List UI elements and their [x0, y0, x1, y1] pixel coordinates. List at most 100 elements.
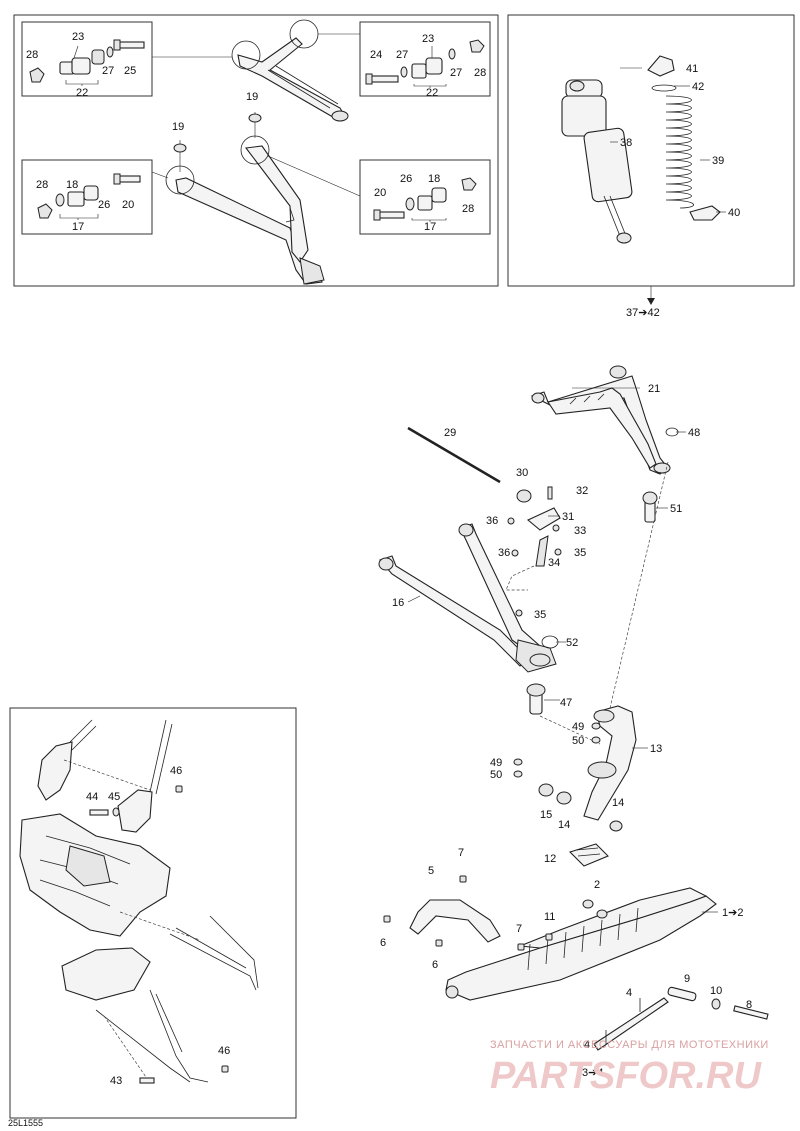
- callout-36: 36: [498, 547, 510, 559]
- a-arms-chassis: [63, 719, 259, 1083]
- callout-26: 26: [400, 173, 412, 185]
- callout-27: 27: [396, 49, 408, 61]
- callout-44: 44: [86, 791, 98, 803]
- callout-18: 18: [66, 179, 78, 191]
- callout-10: 10: [710, 985, 722, 997]
- callout-41: 41: [686, 63, 698, 75]
- callout-labels: 28 23 27 25 22 24 27 23 27 28 22 19 19 2…: [26, 31, 752, 1087]
- hardware-box-17-left: [37, 173, 141, 219]
- bolt-44: [89, 809, 109, 816]
- spindle-13: [583, 705, 637, 821]
- callout-26: 26: [98, 199, 110, 211]
- hardware-box-17-right: [373, 177, 477, 221]
- frame-chassis-view: [9, 707, 297, 1119]
- callout-14: 14: [612, 797, 624, 809]
- callout-40: 40: [728, 207, 740, 219]
- callout-46: 46: [218, 1045, 230, 1057]
- ski-1: [445, 887, 717, 1001]
- callout-48: 48: [688, 427, 700, 439]
- callout-28: 28: [462, 203, 474, 215]
- hardware-box-22-right: [365, 39, 485, 85]
- callout-27: 27: [450, 67, 462, 79]
- callout-49: 49: [490, 757, 502, 769]
- callout-15: 15: [540, 809, 552, 821]
- callout-50: 50: [490, 769, 502, 781]
- callout-5: 5: [428, 865, 434, 877]
- callout-23: 23: [422, 33, 434, 45]
- callout-39: 39: [712, 155, 724, 167]
- bushing-9: [667, 986, 697, 1002]
- callout-21: 21: [648, 383, 660, 395]
- shock-spring: [647, 55, 721, 221]
- callout-19: 19: [246, 91, 258, 103]
- callout-33: 33: [574, 525, 586, 537]
- callout-51: 51: [670, 503, 682, 515]
- callout-49: 49: [572, 721, 584, 733]
- upper-a-arm-21: [530, 365, 671, 475]
- callout-30: 30: [516, 467, 528, 479]
- leader-lines: [73, 45, 726, 913]
- callout-1: 1➔2: [722, 907, 743, 919]
- chassis-front: [19, 813, 171, 937]
- watermark-brand: PARTSFOR.RU: [490, 1055, 762, 1097]
- callout-28: 28: [474, 67, 486, 79]
- callout-23: 23: [72, 31, 84, 43]
- callout-17: 17: [424, 221, 436, 233]
- callout-20: 20: [122, 199, 134, 211]
- callout-14: 14: [558, 819, 570, 831]
- callout-8: 8: [746, 999, 752, 1011]
- callout-25: 25: [124, 65, 136, 77]
- callout-20: 20: [374, 187, 386, 199]
- frame-shock-details: [507, 14, 795, 305]
- callout-18: 18: [428, 173, 440, 185]
- kit-label-shock: 37➔42: [626, 307, 660, 319]
- callout-28: 28: [26, 49, 38, 61]
- callout-47: 47: [560, 697, 572, 709]
- detail-circle-upper-right: [289, 19, 319, 49]
- clip-52: [541, 635, 559, 649]
- rod-29: [407, 426, 501, 484]
- callout-50: 50: [572, 735, 584, 747]
- callout-24: 24: [370, 49, 382, 61]
- ski-handle-5: [409, 899, 501, 943]
- callout-31: 31: [562, 511, 574, 523]
- lower-a-arm-small: [175, 145, 325, 285]
- callout-27: 27: [102, 65, 114, 77]
- callout-9: 9: [684, 973, 690, 985]
- callout-34: 34: [548, 557, 560, 569]
- diagram-code: 25L1555: [8, 1118, 43, 1128]
- callout-28: 28: [36, 179, 48, 191]
- callout-12: 12: [544, 853, 556, 865]
- callout-42: 42: [692, 81, 704, 93]
- callout-52: 52: [566, 637, 578, 649]
- carbide-runner-3: [593, 997, 669, 1051]
- callout-35: 35: [534, 609, 546, 621]
- callout-4: 4: [584, 1039, 590, 1051]
- callout-43: 43: [110, 1075, 122, 1087]
- callout-45: 45: [108, 791, 120, 803]
- callout-6: 6: [380, 937, 386, 949]
- lower-a-arm-16: [378, 523, 557, 673]
- callout-13: 13: [650, 743, 662, 755]
- callout-17: 17: [72, 221, 84, 233]
- hardware-box-22-left: [29, 39, 145, 83]
- callout-22: 22: [426, 87, 438, 99]
- callout-11: 11: [544, 911, 555, 923]
- callout-7: 7: [516, 923, 522, 935]
- callout-6: 6: [432, 959, 438, 971]
- bolt-43: [139, 1077, 155, 1084]
- bushing-15: [538, 783, 554, 797]
- spindles-chassis: [37, 741, 153, 1001]
- callout-29: 29: [444, 427, 456, 439]
- detail-circle-upper-left: [231, 40, 261, 70]
- upper-a-arm-small: [237, 37, 349, 122]
- callout-19: 19: [172, 121, 184, 133]
- frame-a-arm-details: [13, 14, 499, 287]
- callout-38: 38: [620, 137, 632, 149]
- callout-3: 3➔4: [582, 1067, 603, 1079]
- callout-22: 22: [76, 87, 88, 99]
- callout-46: 46: [170, 765, 182, 777]
- watermark-subtitle: ЗАПЧАСТИ И АКСЕССУАРЫ ДЛЯ МОТОТЕХНИКИ: [490, 1039, 769, 1051]
- callout-32: 32: [576, 485, 588, 497]
